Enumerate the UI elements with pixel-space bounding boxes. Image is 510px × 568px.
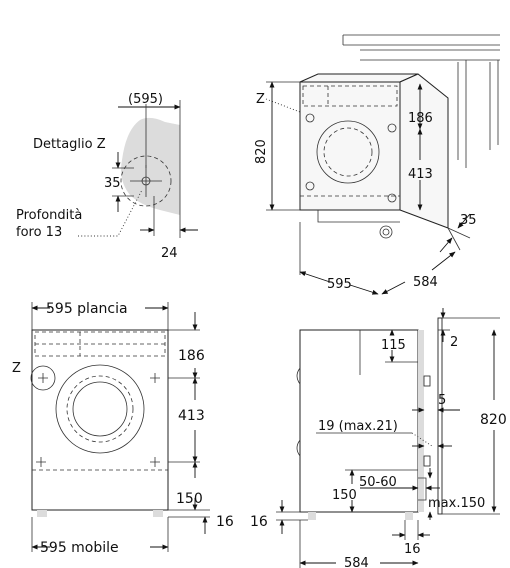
side-foot-front xyxy=(405,512,413,520)
side-5-label: 5 xyxy=(438,393,446,408)
front-150-label: 150 xyxy=(176,491,203,507)
iso-door-inner xyxy=(323,127,373,177)
side-16-bottom-label: 16 xyxy=(404,542,421,557)
iso-machine-top xyxy=(299,73,419,83)
side-hinge-top xyxy=(423,375,431,387)
iso-35-arrow-b xyxy=(439,237,453,253)
detail-depth-leader xyxy=(78,189,143,237)
iso-35-ext xyxy=(447,227,471,239)
iso-hinge-tr xyxy=(387,123,397,133)
iso-counter-mid xyxy=(360,49,500,61)
detail-z-view: (595) Dettaglio Z 35 Profondità foro 13 … xyxy=(16,92,198,261)
side-rear-bumps xyxy=(296,367,301,457)
side-view: 115 2 820 5 19 (max.21) 50-60 150 xyxy=(250,308,507,568)
iso-view: Z 820 186 413 35 595 584 xyxy=(254,34,500,295)
iso-hinge-tl xyxy=(305,113,315,123)
front-view: 595 plancia Z 186 413 xyxy=(12,301,234,556)
iso-584-arrow-r xyxy=(431,251,456,271)
iso-z-label: Z xyxy=(256,92,265,107)
iso-186-label: 186 xyxy=(408,111,433,126)
detail-595-label: (595) xyxy=(128,92,163,107)
front-186-label: 186 xyxy=(178,348,205,364)
front-413-label: 413 xyxy=(178,408,205,424)
iso-35-label: 35 xyxy=(460,213,477,228)
iso-machine-front xyxy=(299,81,401,211)
side-19-leader xyxy=(411,432,433,447)
side-2-label: 2 xyxy=(450,335,458,350)
detail-35-label: 35 xyxy=(104,176,121,191)
front-mark-bl xyxy=(36,457,46,467)
iso-413-label: 413 xyxy=(408,167,433,182)
iso-drain-cap-inner xyxy=(382,228,390,236)
side-16-left-label: 16 xyxy=(250,514,268,530)
iso-door-outer xyxy=(316,120,380,184)
side-584-label: 584 xyxy=(344,556,369,568)
iso-hinge-br xyxy=(387,193,397,203)
side-50-60-label: 50-60 xyxy=(359,475,397,490)
detail-depth-line1: Profondità xyxy=(16,208,82,223)
side-820-label: 820 xyxy=(480,412,507,428)
front-z-label: Z xyxy=(12,361,21,376)
iso-595-arrow-l xyxy=(299,271,331,283)
iso-584-label: 584 xyxy=(413,275,438,290)
detail-title: Dettaglio Z xyxy=(33,137,106,152)
iso-z-leader xyxy=(265,98,301,113)
side-115-label: 115 xyxy=(381,338,406,353)
front-body xyxy=(31,329,169,511)
front-mark-tl xyxy=(38,373,48,383)
iso-counter-top xyxy=(342,34,500,46)
front-door-inner xyxy=(72,381,128,437)
front-top-label: 595 plancia xyxy=(46,301,128,317)
iso-584-arrow-l xyxy=(381,281,406,295)
front-16-label: 16 xyxy=(216,514,234,530)
detail-depth-line2: foro 13 xyxy=(16,225,62,240)
detail-24-label: 24 xyxy=(161,246,178,261)
front-foot-right xyxy=(153,510,163,517)
iso-595-label: 595 xyxy=(327,277,352,292)
iso-plinth xyxy=(317,210,400,223)
iso-hinge-bl xyxy=(305,181,315,191)
front-mark-tr xyxy=(150,373,160,383)
front-bottom-label: 595 mobile xyxy=(40,540,119,556)
side-150-label: 150 xyxy=(332,488,357,503)
front-foot-left xyxy=(37,510,47,517)
iso-drain-cap xyxy=(379,225,393,239)
side-foot-rear xyxy=(308,512,316,520)
iso-595-arrow-r xyxy=(349,284,379,295)
iso-machine-side xyxy=(399,73,449,229)
side-19-label: 19 (max.21) xyxy=(318,419,398,434)
iso-35-arrow-a xyxy=(457,213,471,229)
front-door-outer xyxy=(55,364,145,454)
detail-wall-section xyxy=(121,117,180,215)
side-hinge-bot xyxy=(423,455,431,467)
iso-820-label: 820 xyxy=(254,139,269,164)
iso-panel xyxy=(302,85,398,107)
side-cabinet-panel xyxy=(437,317,443,515)
side-max150-label: max.150 xyxy=(428,496,485,511)
front-z-circle xyxy=(30,365,56,391)
detail-hole-circle xyxy=(120,155,172,207)
iso-584-ext xyxy=(447,227,461,251)
front-mark-br xyxy=(150,457,160,467)
iso-cabinet-legs xyxy=(457,60,499,168)
front-door-mid xyxy=(66,375,134,443)
side-front-strip xyxy=(418,330,424,512)
